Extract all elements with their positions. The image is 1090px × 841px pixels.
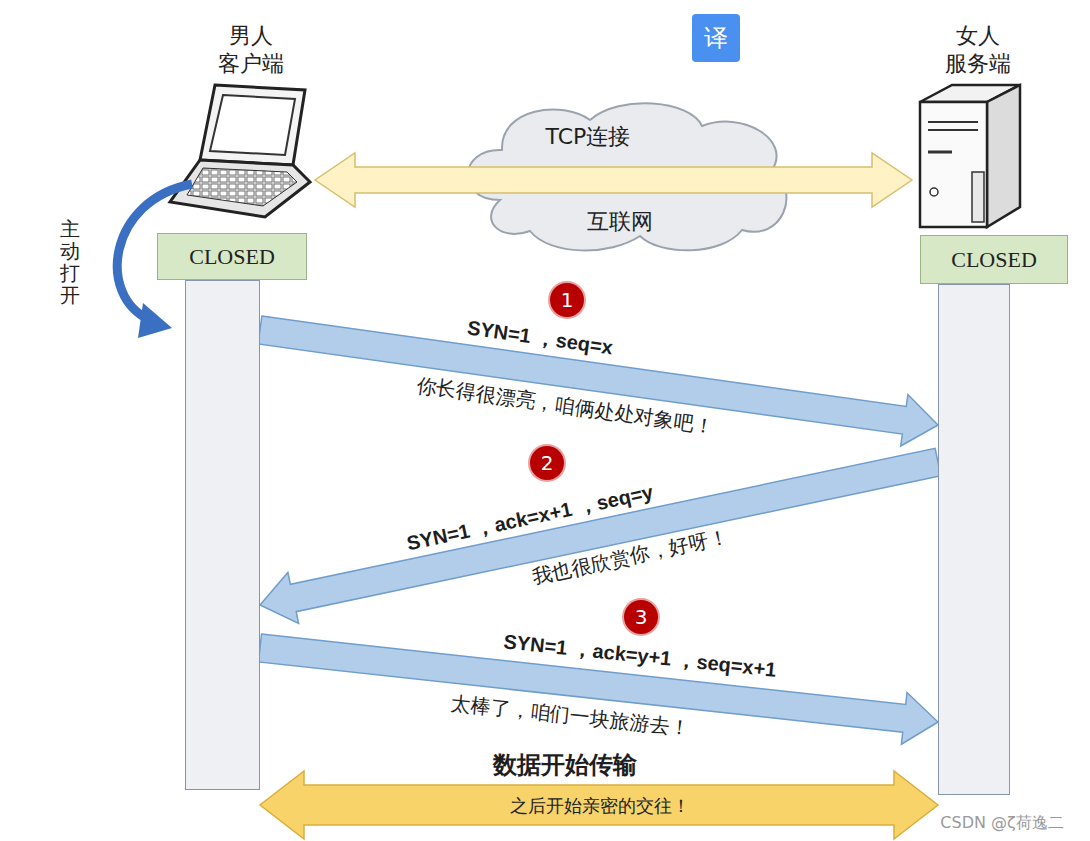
server-icon (920, 85, 1020, 227)
state-label: CLOSED (158, 244, 306, 270)
translate-button: 译 (692, 14, 740, 62)
message-arrow (260, 771, 938, 839)
endpoint-node: 女人 服务端 (912, 22, 1030, 232)
cloud-label: 互联网 (587, 207, 653, 237)
edge-label: 数据开始传输 (493, 749, 637, 781)
lifeline-node: CLOSED (920, 235, 1058, 795)
active-open-arrowhead (138, 303, 172, 338)
message-arrow (260, 448, 941, 623)
lifeline-bar (938, 284, 1010, 795)
state-box: CLOSED (920, 235, 1068, 284)
message-arrow (315, 153, 912, 207)
endpoint-heading: 女人 服务端 (942, 22, 1014, 78)
callout-number: 3 (624, 600, 658, 634)
state-label: CLOSED (921, 247, 1067, 273)
edge-label: TCP连接 (546, 122, 631, 152)
callout-number: 2 (530, 446, 564, 480)
vertical-note: 主动打开 (60, 218, 80, 306)
lifeline-node: CLOSED (157, 233, 297, 790)
callout-number: 1 (550, 283, 584, 317)
watermark: CSDN @ζ荷逸二 (940, 813, 1063, 834)
endpoint-node: 男人 客户端 (165, 22, 315, 222)
closing-note: 之后开始亲密的交往！ (506, 794, 694, 818)
endpoint-heading: 男人 客户端 (215, 22, 287, 78)
laptop-icon (170, 85, 310, 217)
state-box: CLOSED (157, 233, 307, 280)
lifeline-bar (185, 280, 260, 790)
